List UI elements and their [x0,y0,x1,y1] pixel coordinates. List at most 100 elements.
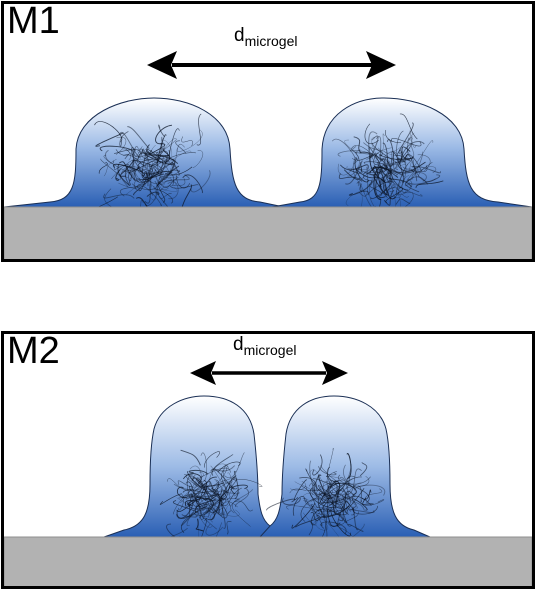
polymer-fiber [221,476,236,500]
polymer-fiber [146,162,153,187]
polymer-fiber [377,142,388,173]
polymer-fiber [211,453,234,476]
polymer-fiber [352,157,357,178]
polymer-fiber [118,161,136,181]
polymer-fiber [322,500,350,512]
polymer-fiber [340,503,348,524]
polymer-fiber [185,481,205,509]
polymer-fiber [386,139,394,167]
polymer-fiber [417,154,431,171]
panel-label: M1 [7,1,60,42]
polymer-fiber [372,166,382,188]
polymer-fiber [295,514,320,528]
polymer-fiber [355,167,379,179]
polymer-fiber [395,198,411,205]
polymer-fiber [398,159,407,190]
polymer-fiber [365,499,384,506]
polymer-fiber [119,131,142,159]
distance-subscript: microgel [243,342,297,358]
polymer-fiber [186,477,200,486]
polymer-fiber [183,473,202,484]
polymer-fiber [368,147,382,170]
polymer-fiber [214,478,238,491]
polymer-fiber [381,176,393,183]
polymer-fiber [395,164,409,196]
polymer-fiber [347,151,360,177]
polymer-fiber [343,490,355,509]
polymer-fiber [169,184,199,189]
polymer-fiber [205,523,224,536]
polymer-fiber [339,164,369,171]
polymer-fiber [375,167,386,199]
polymer-fiber [313,506,341,523]
polymer-fiber [200,509,217,530]
polymer-fiber [99,145,135,156]
polymer-fiber [329,482,357,495]
polymer-fiber [373,166,386,201]
polymer-fiber [127,126,150,150]
polymer-fiber [303,512,318,525]
polymer-fiber [310,511,322,521]
polymer-fiber [292,495,306,516]
polymer-fiber [114,149,141,154]
polymer-fiber [321,487,344,500]
polymer-fiber [153,137,163,166]
panel-m2-drawing [4,361,532,586]
polymer-fiber [325,476,349,485]
polymer-fiber [195,497,217,514]
polymer-fiber [353,485,370,504]
polymer-fiber [158,157,175,176]
polymer-fiber [199,467,231,479]
polymer-fiber [312,454,323,476]
polymer-fiber [282,497,301,506]
polymer-fiber [344,482,362,496]
polymer-fiber [216,489,221,514]
polymer-fiber [113,165,132,170]
polymer-fiber [374,164,388,177]
polymer-fiber [209,507,225,523]
polymer-fiber [132,157,149,161]
polymer-fiber [164,174,190,183]
substrate [4,536,532,586]
polymer-fiber [196,505,210,518]
polymer-fiber [361,489,372,500]
polymer-fiber [144,173,153,204]
polymer-fiber [188,469,209,475]
distance-symbol: d [234,25,245,46]
polymer-fiber [190,170,211,193]
polymer-fiber [156,165,180,187]
polymer-fiber [177,480,199,488]
polymer-fiber [347,523,364,532]
distance-arrow-right-head [322,361,348,385]
polymer-fiber [376,172,397,200]
polymer-fiber [167,478,197,491]
polymer-fiber [137,170,149,185]
polymer-fiber [345,468,362,495]
polymer-fiber [408,174,440,185]
polymer-fiber [234,500,254,512]
polymer-fiber [115,149,130,160]
polymer-fiber [144,185,158,207]
polymer-fiber [117,163,131,187]
polymer-fiber [158,124,166,138]
polymer-fiber [345,475,370,487]
polymer-fiber [181,136,193,147]
polymer-fiber [317,508,344,522]
polymer-fiber [373,174,389,196]
polymer-fiber [182,174,203,194]
polymer-fiber [339,477,353,500]
polymer-fiber [363,171,373,186]
polymer-fiber [323,489,331,512]
polymer-fiber [386,174,412,188]
polymer-fiber [217,461,241,473]
distance-arrow-left-head [190,361,216,385]
polymer-fiber [349,179,373,196]
polymer-fiber [301,486,321,508]
polymer-fiber [170,144,185,173]
polymer-fiber [209,466,227,491]
polymer-fiber [188,486,201,516]
polymer-fiber [211,508,240,517]
polymer-fiber [405,178,420,193]
polymer-fiber [317,493,332,502]
polymer-fiber [368,131,378,161]
